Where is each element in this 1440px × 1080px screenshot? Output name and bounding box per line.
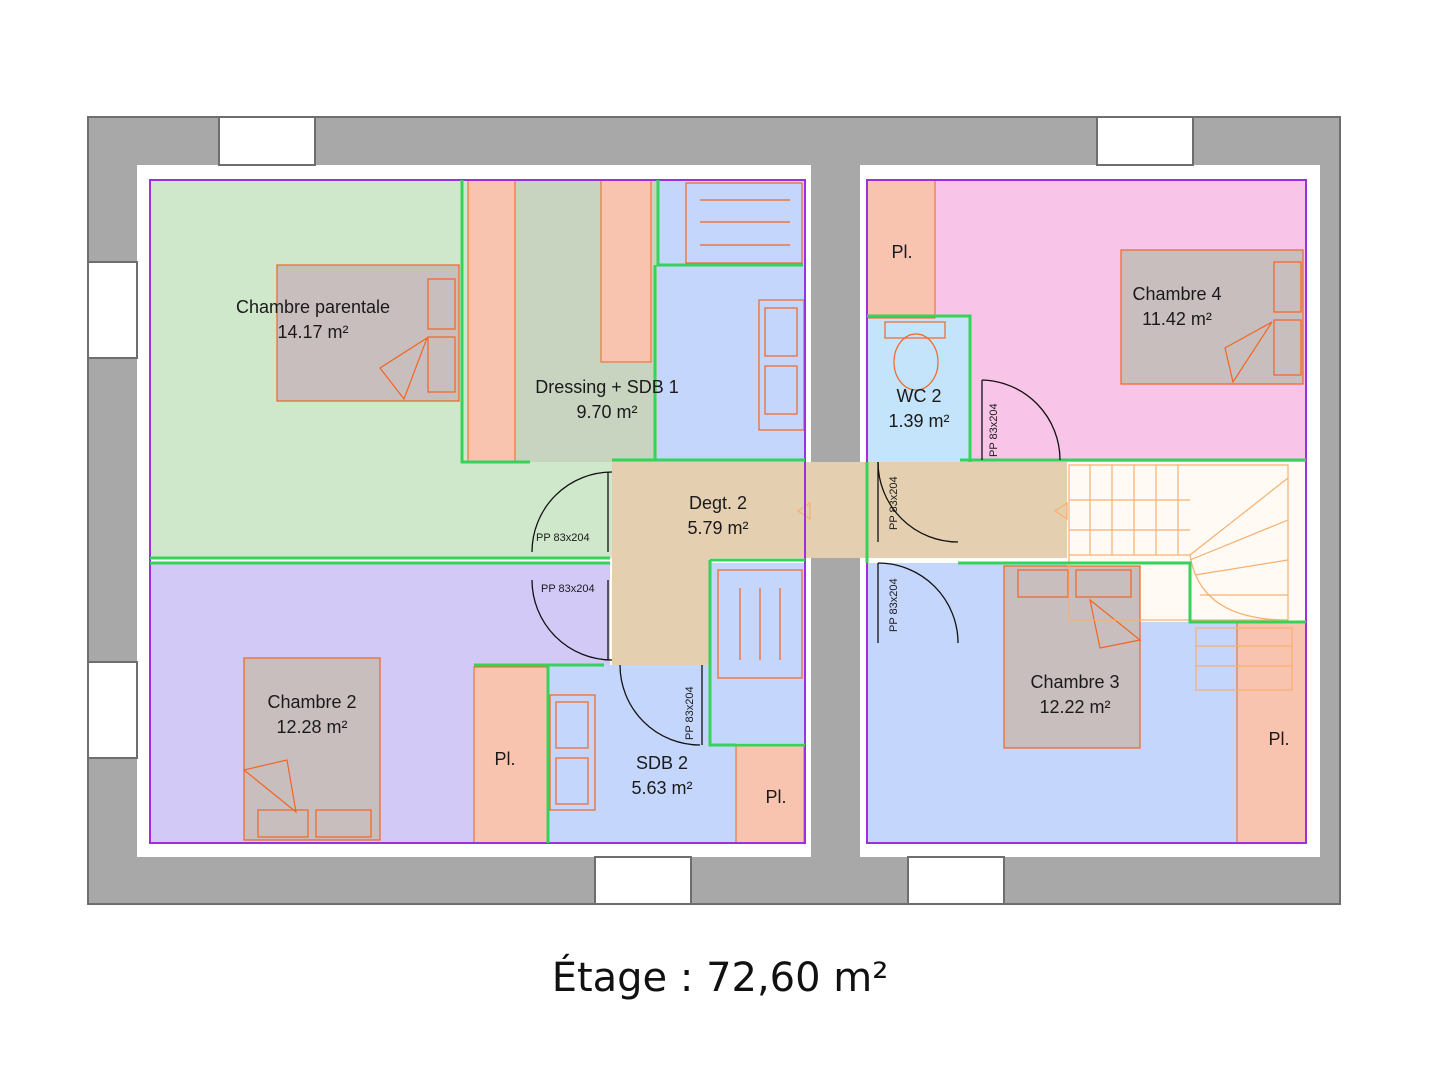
dressing-wardrobe-right <box>600 179 652 363</box>
room-area: 5.79 m² <box>687 518 748 538</box>
room-sdb1 <box>657 180 805 462</box>
room-degt2 <box>612 462 1067 558</box>
room-name: Degt. 2 <box>689 493 747 513</box>
window-top-left <box>218 116 316 166</box>
placard-chambre4 <box>866 179 936 319</box>
room-area: 12.22 m² <box>1039 697 1110 717</box>
room-name: Chambre parentale <box>236 297 390 317</box>
placard-label: Pl. <box>765 787 786 807</box>
room-area: 14.17 m² <box>277 322 348 342</box>
door-label: PP 83x204 <box>888 476 900 530</box>
room-area: 9.70 m² <box>576 402 637 422</box>
placard-label: Pl. <box>494 749 515 769</box>
bed-chambre3 <box>1003 565 1142 749</box>
window-left-upper <box>87 261 138 359</box>
room-name: Dressing + SDB 1 <box>535 377 679 397</box>
placard-sdb2 <box>735 744 805 844</box>
floor-plan: Chambre parentale 14.17 m² Dressing + SD… <box>87 116 1341 905</box>
room-name: WC 2 <box>897 386 942 406</box>
placard-label: Pl. <box>891 242 912 262</box>
room-area: 12.28 m² <box>276 717 347 737</box>
room-sdb2-shower <box>710 563 804 743</box>
window-bottom-right <box>907 856 1005 905</box>
placard-label: Pl. <box>1268 729 1289 749</box>
window-top-right <box>1096 116 1194 166</box>
staircase <box>1068 464 1289 621</box>
placard-chambre3 <box>1236 621 1307 844</box>
arrow-icon <box>1053 501 1068 521</box>
room-name: Chambre 2 <box>267 692 356 712</box>
room-area: 11.42 m² <box>1142 309 1212 329</box>
room-name: SDB 2 <box>636 753 688 773</box>
toilet-wc2 <box>884 321 946 391</box>
floor-area-caption: Étage : 72,60 m² <box>551 955 889 1001</box>
dressing-wardrobe-left <box>467 179 516 463</box>
room-name: Chambre 4 <box>1132 284 1221 304</box>
window-bottom-left <box>594 856 692 905</box>
room-name: Chambre 3 <box>1030 672 1119 692</box>
shower-sdb1 <box>685 182 803 264</box>
bed-chambre-parentale <box>276 264 460 402</box>
shower-sdb2 <box>717 569 803 679</box>
stair-down-flight <box>1195 627 1293 691</box>
room-area: 1.39 m² <box>888 411 949 431</box>
room-area: 5.63 m² <box>631 778 692 798</box>
placard-chambre2 <box>473 666 549 844</box>
bed-chambre2 <box>242 657 381 841</box>
door-label: PP 83x204 <box>888 578 900 632</box>
door-label: PP 83x204 <box>536 532 590 544</box>
partition-walls <box>150 180 1306 843</box>
door-label: PP 83x204 <box>684 686 696 740</box>
bed-chambre4 <box>1120 249 1304 385</box>
vanity-sdb2 <box>549 694 596 811</box>
room-degt2-lower <box>612 558 710 665</box>
window-left-lower <box>87 661 138 759</box>
door-swings <box>531 379 1061 746</box>
door-label: PP 83x204 <box>988 403 1000 457</box>
door-label: PP 83x204 <box>541 583 595 595</box>
